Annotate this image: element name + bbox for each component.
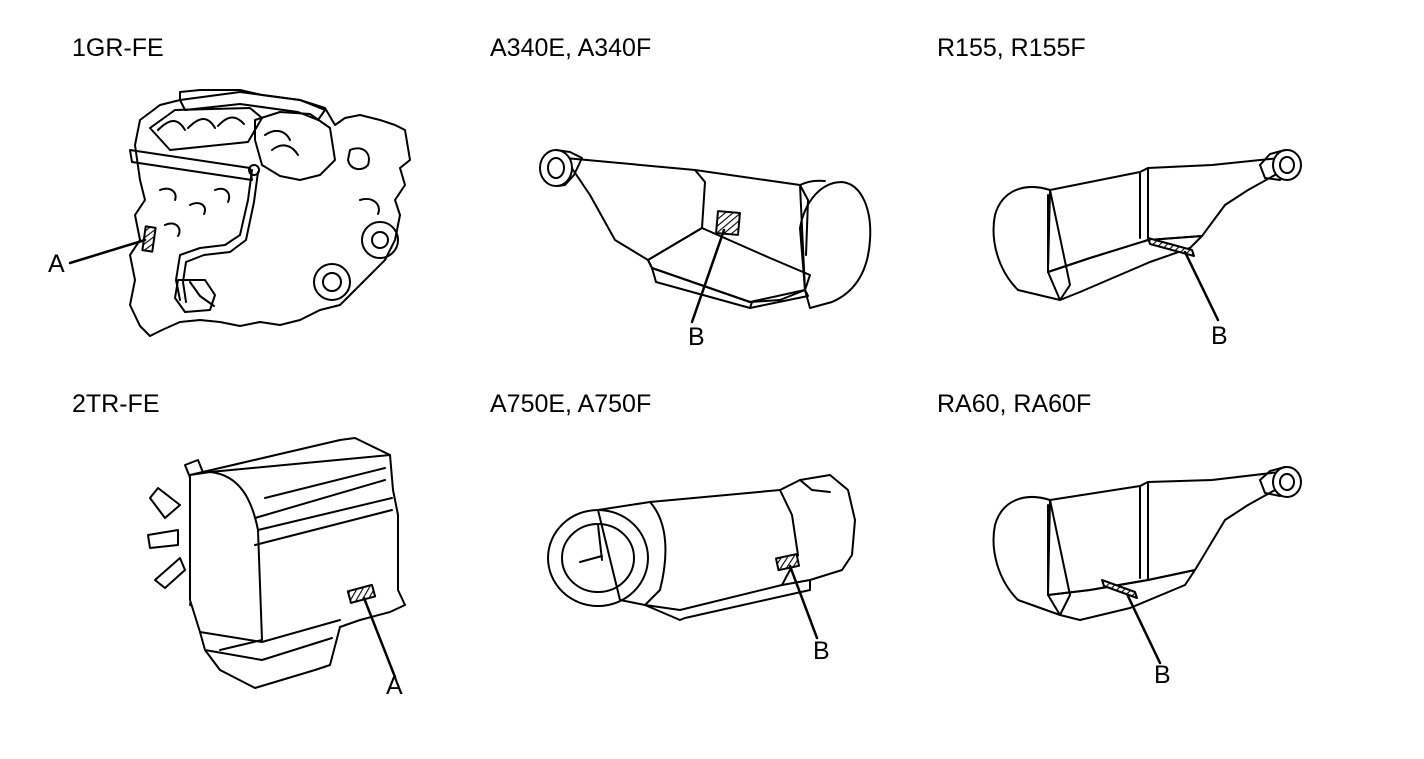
- v6-engine-illustration: [68, 89, 411, 337]
- transmission-illustration: [992, 466, 1302, 665]
- panel-ra60: RA60, RA60F B: [930, 380, 1424, 759]
- panel-title: 2TR-FE: [72, 390, 160, 418]
- transmission-illustration: [539, 149, 872, 324]
- panel-2tr-fe: 2TR-FE A: [0, 380, 470, 759]
- callout-label: B: [1154, 661, 1171, 689]
- panel-r155: R155, R155F B: [930, 0, 1424, 360]
- panel-1gr-fe: 1GR-FE A: [0, 0, 470, 360]
- callout-label: B: [688, 323, 705, 351]
- callout-label: A: [386, 672, 403, 700]
- transmission-illustration: [547, 474, 856, 640]
- callout-label: B: [1211, 322, 1228, 350]
- inline-engine-illustration: [147, 437, 406, 689]
- callout-label: A: [48, 250, 65, 278]
- panel-title: R155, R155F: [937, 34, 1086, 62]
- panel-title: A340E, A340F: [490, 34, 652, 62]
- transmission-illustration: [992, 149, 1302, 322]
- panel-a340: A340E, A340F B: [470, 0, 930, 360]
- panel-a750: A750E, A750F B: [470, 380, 930, 759]
- panel-title: A750E, A750F: [490, 390, 652, 418]
- panel-title: RA60, RA60F: [937, 390, 1092, 418]
- callout-label: B: [813, 637, 830, 665]
- panel-title: 1GR-FE: [72, 34, 164, 62]
